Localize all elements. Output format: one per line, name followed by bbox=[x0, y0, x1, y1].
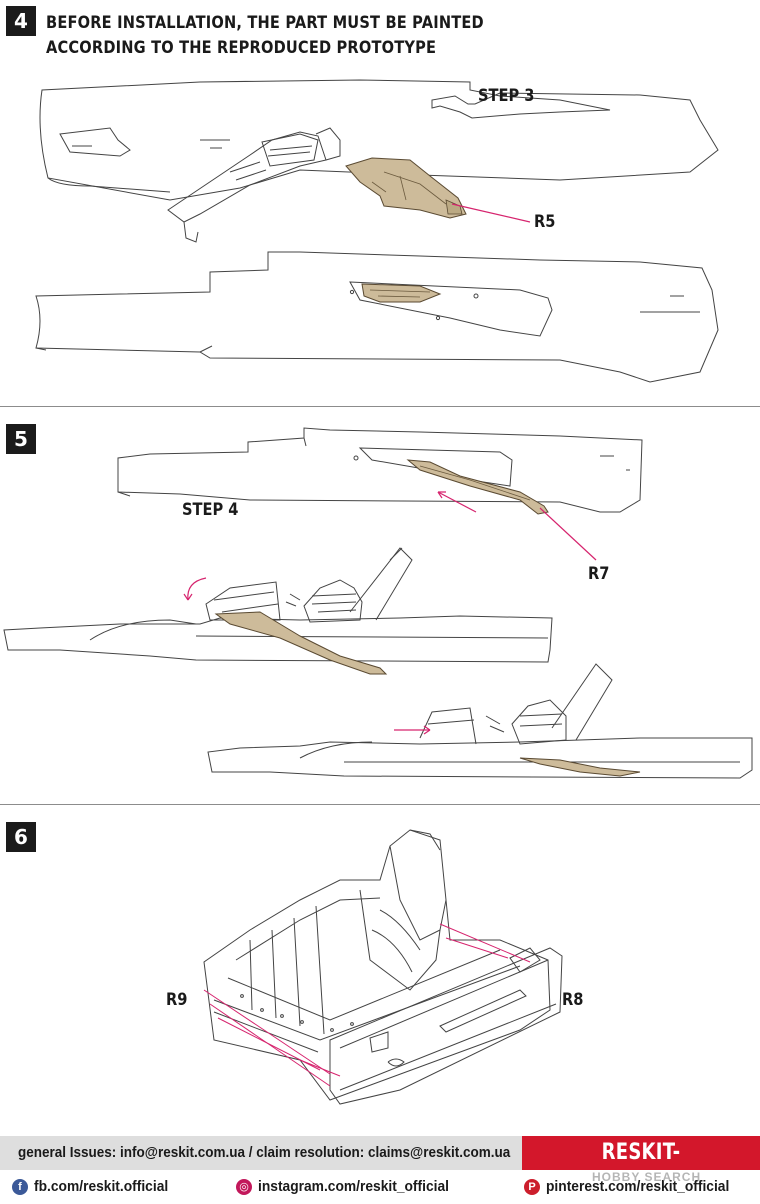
divider-2 bbox=[0, 804, 760, 805]
cockpit-tub bbox=[203, 829, 551, 1101]
guide-line-r8-2 bbox=[445, 937, 509, 959]
footer-contact-text: general Issues: info@reskit.com.ua / cla… bbox=[18, 1144, 511, 1161]
callout-step-3: STEP 3 bbox=[478, 86, 535, 106]
step-6-number: 6 bbox=[6, 822, 36, 852]
callout-step-4: STEP 4 bbox=[182, 500, 239, 520]
callout-r8: R8 bbox=[562, 990, 584, 1010]
leader-line-r7 bbox=[539, 507, 597, 561]
resin-part-r5 bbox=[345, 157, 467, 219]
instagram-link[interactable]: ◎ instagram.com/reskit_official bbox=[236, 1178, 466, 1196]
brand-banner[interactable]: RESKIT-MODELS.COM bbox=[522, 1136, 760, 1199]
resin-part-installed-lower bbox=[361, 283, 442, 303]
guide-line-r8-3 bbox=[299, 1059, 341, 1077]
guide-line-r8-1 bbox=[439, 923, 531, 963]
callout-r9: R9 bbox=[166, 990, 188, 1010]
instagram-link-text: instagram.com/reskit_official bbox=[258, 1178, 449, 1195]
callout-r5: R5 bbox=[534, 212, 556, 232]
leader-line-r5 bbox=[451, 203, 531, 223]
fuselage-side-lower bbox=[207, 737, 753, 779]
arrow-insert-part bbox=[437, 491, 477, 513]
step-4-number: 4 bbox=[6, 6, 36, 36]
facebook-icon: f bbox=[12, 1179, 28, 1195]
guide-line-r9-1 bbox=[203, 989, 331, 1075]
pinterest-link[interactable]: P pinterest.com/reskit_official bbox=[524, 1178, 745, 1196]
watermark: HOBBY SEARCH bbox=[592, 1170, 702, 1184]
step-4-heading-line-1: BEFORE INSTALLATION, THE PART MUST BE PA… bbox=[46, 13, 484, 33]
divider-1 bbox=[0, 406, 760, 407]
step-4-heading: BEFORE INSTALLATION, THE PART MUST BE PA… bbox=[46, 11, 484, 61]
instagram-icon: ◎ bbox=[236, 1179, 252, 1195]
step-4-heading-line-2: ACCORDING TO THE REPRODUCED PROTOTYPE bbox=[46, 38, 437, 58]
facebook-link-text: fb.com/reskit.official bbox=[34, 1178, 169, 1195]
step-4-drawing bbox=[35, 79, 719, 383]
brand-label: RESKIT-MODELS.COM bbox=[570, 1140, 712, 1199]
step-5-drawing bbox=[3, 427, 753, 779]
callout-r7: R7 bbox=[588, 564, 610, 584]
fuselage-half-upper bbox=[39, 79, 719, 201]
facebook-link[interactable]: f fb.com/reskit.official bbox=[12, 1178, 180, 1196]
fuselage-half-lower bbox=[35, 251, 719, 383]
side-console-r8 bbox=[329, 947, 563, 1105]
step-6-drawing bbox=[203, 829, 563, 1105]
step-5-number: 5 bbox=[6, 424, 36, 454]
pinterest-link-text: pinterest.com/reskit_official bbox=[546, 1178, 730, 1195]
arrow-rotate-seat bbox=[187, 577, 207, 601]
pinterest-icon: P bbox=[524, 1179, 540, 1195]
fuselage-side-step5 bbox=[117, 427, 643, 513]
fuselage-side-middle bbox=[3, 615, 553, 663]
resin-part-r7 bbox=[406, 459, 549, 515]
